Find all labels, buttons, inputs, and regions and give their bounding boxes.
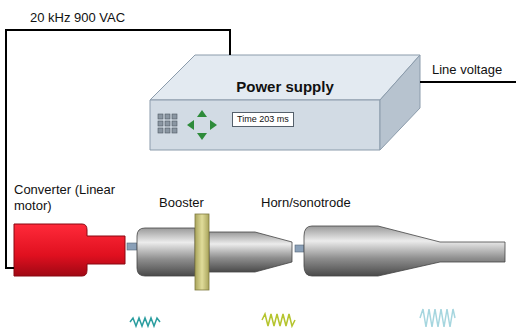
- wave-small: [130, 318, 160, 326]
- part-name: Converter (Linear motor): [14, 182, 126, 214]
- mains-wire: [420, 81, 516, 83]
- power-supply-box: Power supplyTime 203 ms: [150, 55, 420, 150]
- booster-shape: [127, 214, 292, 290]
- booster-part: Booster: [137, 222, 295, 288]
- part-name: Booster: [159, 195, 204, 211]
- power-supply-box: [150, 55, 420, 150]
- wave-large: [420, 309, 455, 327]
- display-readout: Time 203 ms: [237, 114, 289, 125]
- keypad-icon: [158, 114, 177, 133]
- signal-label: 20 kHz 900 VAC: [30, 10, 125, 26]
- wave-medium: [262, 314, 295, 326]
- display-panel: Time 203 ms: [232, 112, 294, 127]
- power-cable: [6, 30, 230, 268]
- signal-label: Line voltage: [432, 62, 502, 78]
- converter-shape: [14, 224, 125, 276]
- horn-part: Horn/sonotrode: [297, 222, 507, 278]
- box-title: Power supply: [150, 77, 420, 96]
- converter-part: Converter (Linear motor): [14, 222, 125, 278]
- arrow-keys: [187, 110, 217, 140]
- part-name: Horn/sonotrode: [261, 195, 351, 211]
- horn-shape: [295, 226, 505, 276]
